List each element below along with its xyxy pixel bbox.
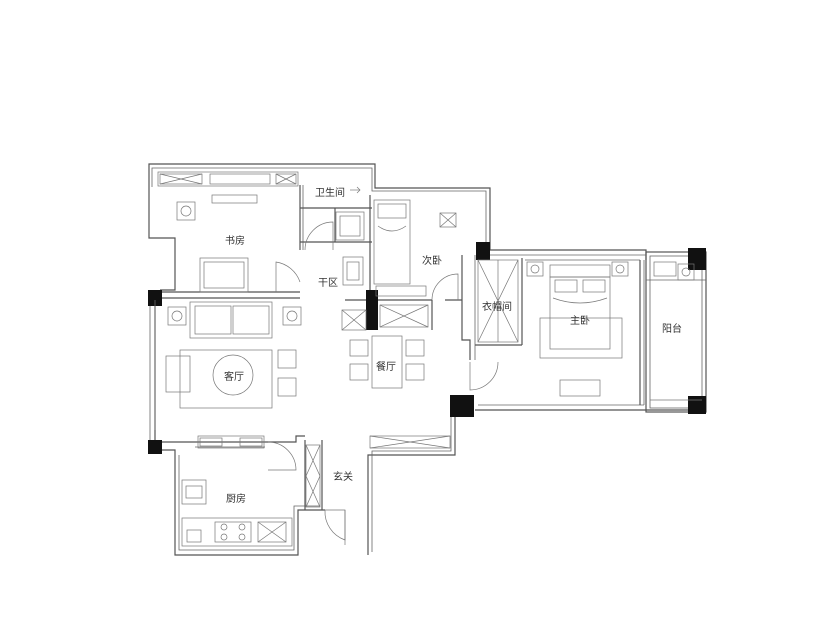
room-label-living-room: 客厅 xyxy=(224,372,244,383)
interior-walls xyxy=(160,185,646,510)
entrance-cabinets xyxy=(305,435,451,508)
bathroom-fixtures xyxy=(335,186,365,286)
room-label-study: 书房 xyxy=(225,236,245,247)
exterior-walls xyxy=(148,163,707,556)
room-label-balcony: 阳台 xyxy=(662,324,682,335)
structural-columns xyxy=(148,242,706,454)
living-room-furniture xyxy=(154,300,302,430)
second-bedroom-furniture xyxy=(373,199,457,297)
room-label-second-bedroom: 次卧 xyxy=(422,256,442,267)
room-label-kitchen: 厨房 xyxy=(226,494,246,505)
room-label-bathroom: 卫生间 xyxy=(315,188,345,199)
walk-in-closet-furniture xyxy=(477,259,519,343)
room-label-master-bedroom: 主卧 xyxy=(570,316,590,327)
room-label-dry-area: 干区 xyxy=(318,278,338,289)
room-label-walk-in-closet: 衣帽间 xyxy=(482,302,512,313)
kitchen-fixtures xyxy=(181,435,293,547)
balcony-fixtures xyxy=(650,261,702,401)
study-furniture xyxy=(157,171,299,293)
master-bedroom-furniture xyxy=(526,261,629,397)
room-label-dining-room: 餐厅 xyxy=(376,362,396,373)
room-label-entrance: 玄关 xyxy=(333,472,353,483)
door-swings xyxy=(267,221,499,545)
dining-furniture xyxy=(341,304,429,389)
